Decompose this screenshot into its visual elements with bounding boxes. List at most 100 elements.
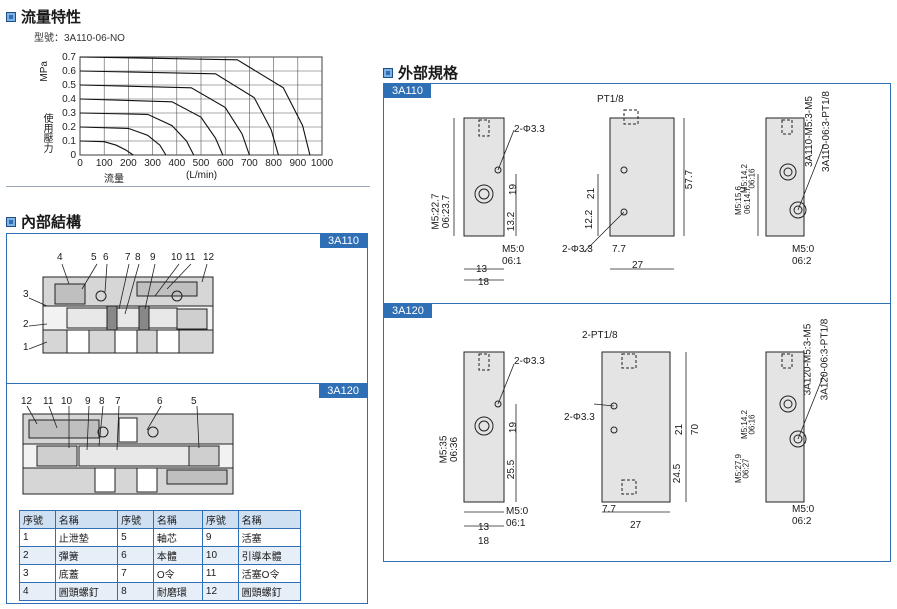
flow-section-title: 流量特性 bbox=[6, 6, 81, 27]
cell: 10 bbox=[201, 546, 239, 565]
cell: 8 bbox=[117, 582, 154, 601]
flow-title-text: 流量特性 bbox=[21, 8, 82, 26]
flow-xlabel: 流量 bbox=[104, 174, 124, 185]
flow-grid bbox=[79, 56, 323, 156]
external-panel: 3A110 2-Φ3.3 PT1/8 19 13.2 M5:22.7 06:23 bbox=[383, 83, 891, 562]
external-title-text: 外部規格 bbox=[398, 64, 459, 82]
col-name-1: 名稱 bbox=[54, 510, 119, 529]
d120-w13: 13 bbox=[478, 522, 490, 533]
callout-110-12: 12 bbox=[203, 252, 215, 263]
d120-m5-bot2: 06:1 bbox=[506, 518, 526, 529]
d110-model-a: 3A110-M5:3-M5 bbox=[803, 96, 815, 167]
parts-table-header: 序號 名稱 序號 名稱 序號 名稱 bbox=[19, 510, 302, 529]
y-tick-label: 0.2 bbox=[62, 122, 76, 133]
cell: 6 bbox=[117, 546, 154, 565]
flow-curve-line bbox=[79, 70, 279, 156]
d120-model-a: 3A120-M5:3-M5 bbox=[802, 323, 814, 396]
callout-110-2: 2 bbox=[23, 319, 29, 330]
d120-r-m5b: 06:27 bbox=[741, 458, 751, 479]
d110-dim-77: 7.7 bbox=[612, 244, 626, 255]
d120-dim-255: 25.5 bbox=[506, 459, 518, 480]
d120-model-b: 3A120-06:3-PT1/8 bbox=[819, 318, 831, 401]
d120-h70: 70 bbox=[690, 423, 702, 436]
cell: 底蓋 bbox=[54, 564, 119, 583]
d120-r-m5f: 06:2 bbox=[792, 516, 812, 527]
square-bullet-icon bbox=[6, 11, 16, 22]
d110-m5-side: M5:22.7 bbox=[430, 193, 442, 230]
col-name-2: 名稱 bbox=[152, 510, 203, 529]
x-tick-label: 400 bbox=[168, 158, 185, 169]
external-tag-3a120: 3A120 bbox=[384, 304, 432, 318]
callout-110-7: 7 bbox=[125, 252, 131, 263]
flow-curve-line bbox=[79, 84, 250, 156]
internal-tag-3a120: 3A120 bbox=[319, 384, 367, 398]
flow-curve-line bbox=[79, 98, 224, 156]
callout-110-6: 6 bbox=[103, 252, 109, 263]
d110-r-m5e: M5:0 bbox=[792, 244, 815, 255]
d110-port-top: PT1/8 bbox=[597, 94, 624, 105]
external-drawing-3a120 bbox=[463, 351, 825, 527]
x-tick-label: 900 bbox=[289, 158, 306, 169]
callout-120-6: 6 bbox=[157, 396, 163, 407]
cell: 本體 bbox=[152, 546, 203, 565]
cell: 軸芯 bbox=[152, 528, 203, 547]
flow-curve-line bbox=[79, 112, 195, 156]
internal-drawing-3a120 bbox=[22, 405, 234, 495]
internal-title-text: 內部結構 bbox=[21, 213, 82, 231]
y-tick-label: 0.4 bbox=[62, 94, 76, 105]
d120-m5-side: M5:35 bbox=[438, 435, 450, 464]
d120-dim-77: 7.7 bbox=[602, 504, 616, 515]
external-section-title: 外部規格 bbox=[383, 62, 458, 83]
callout-120-5: 5 bbox=[191, 396, 197, 407]
internal-divider bbox=[7, 383, 367, 384]
d120-r-m5d: 06:16 bbox=[747, 414, 757, 435]
y-tick-label: 0.1 bbox=[62, 136, 76, 147]
d120-r-m5e: M5:0 bbox=[792, 504, 815, 515]
d120-dim-19: 19 bbox=[508, 421, 520, 434]
flow-yunit: MPa bbox=[39, 61, 50, 82]
d120-hole2: 2-Φ3.3 bbox=[564, 412, 595, 423]
cell: 活塞O令 bbox=[237, 564, 302, 583]
d120-dim-21: 21 bbox=[674, 423, 686, 436]
d110-hole: 2-Φ3.3 bbox=[514, 124, 545, 135]
cell: O令 bbox=[152, 564, 203, 583]
callout-110-1: 1 bbox=[23, 342, 29, 353]
d110-m5-bot2: 06:1 bbox=[502, 256, 522, 267]
d110-dim-19: 19 bbox=[508, 183, 520, 196]
callout-120-8: 8 bbox=[99, 396, 105, 407]
d120-w27: 27 bbox=[630, 520, 642, 531]
cell: 5 bbox=[117, 528, 154, 547]
y-tick-label: 0 bbox=[70, 150, 76, 161]
x-tick-label: 700 bbox=[241, 158, 258, 169]
col-no-3: 序號 bbox=[201, 510, 239, 529]
flow-curves bbox=[79, 56, 311, 156]
internal-section-title: 內部結構 bbox=[6, 211, 81, 232]
y-tick-label: 0.3 bbox=[62, 108, 76, 119]
callout-120-9: 9 bbox=[85, 396, 91, 407]
flow-curve-line bbox=[79, 56, 311, 156]
cell: 耐磨環 bbox=[152, 582, 203, 601]
cell: 彈簧 bbox=[54, 546, 119, 565]
col-no-1: 序號 bbox=[19, 510, 56, 529]
internal-tag-3a110: 3A110 bbox=[320, 234, 367, 248]
x-tick-label: 100 bbox=[96, 158, 113, 169]
d120-hole: 2-Φ3.3 bbox=[514, 356, 545, 367]
d110-r-m5f: 06:2 bbox=[792, 256, 812, 267]
d110-model-b: 3A110-06:3-PT1/8 bbox=[820, 91, 832, 172]
d120-dim-06: 06:36 bbox=[449, 436, 461, 463]
col-no-2: 序號 bbox=[117, 510, 154, 529]
cell: 4 bbox=[19, 582, 56, 601]
callout-120-12: 12 bbox=[21, 396, 33, 407]
y-tick-label: 0.6 bbox=[62, 66, 76, 77]
x-tick-label: 600 bbox=[217, 158, 234, 169]
x-tick-label: 0 bbox=[77, 158, 83, 169]
d110-dim-122: 12.2 bbox=[584, 209, 596, 230]
cell: 12 bbox=[201, 582, 239, 601]
d120-m5-bot: M5:0 bbox=[506, 506, 529, 517]
